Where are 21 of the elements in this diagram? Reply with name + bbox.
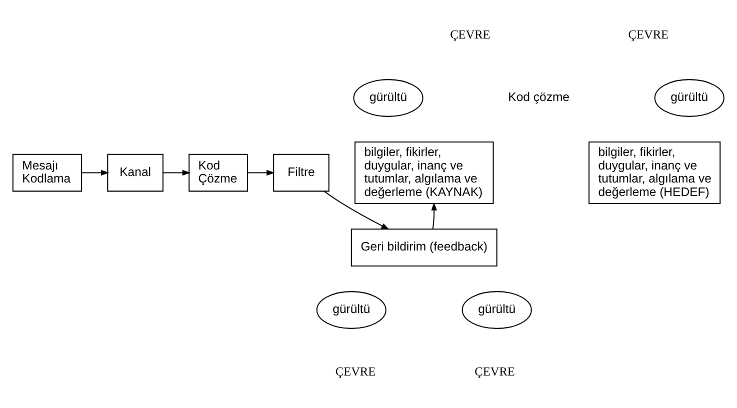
node-box: bilgiler, fikirler, duygular, inanç ve tutumlar, algılama ve değerleme (HEDEF): [588, 142, 721, 204]
node-box: Geri bildirim (feedback): [350, 228, 498, 266]
node-ellipse: gürültü: [316, 291, 386, 329]
node-box: Mesajı Kodlama: [12, 154, 82, 192]
node-box: Kod Çözme: [188, 154, 248, 192]
arrow: [248, 170, 275, 176]
arrow: [431, 202, 437, 230]
node-ellipse: gürültü: [353, 79, 424, 117]
arrow: [324, 190, 390, 230]
label: ÇEVRE: [335, 364, 376, 379]
node-box: Filtre: [273, 154, 330, 192]
label: ÇEVRE: [628, 28, 669, 42]
arrow: [82, 170, 110, 176]
arrow: [163, 170, 191, 176]
node-ellipse: gürültü: [462, 291, 532, 329]
node-box: Kanal: [107, 154, 164, 192]
label: ÇEVRE: [450, 28, 490, 42]
label: ÇEVRE: [474, 364, 515, 379]
label: Kod çözme: [508, 90, 570, 104]
node-box: bilgiler, fikirler, duygular, inanç ve tutumlar, algılama ve değerleme (KAYNAK): [354, 142, 494, 204]
node-ellipse: gürültü: [654, 79, 724, 117]
